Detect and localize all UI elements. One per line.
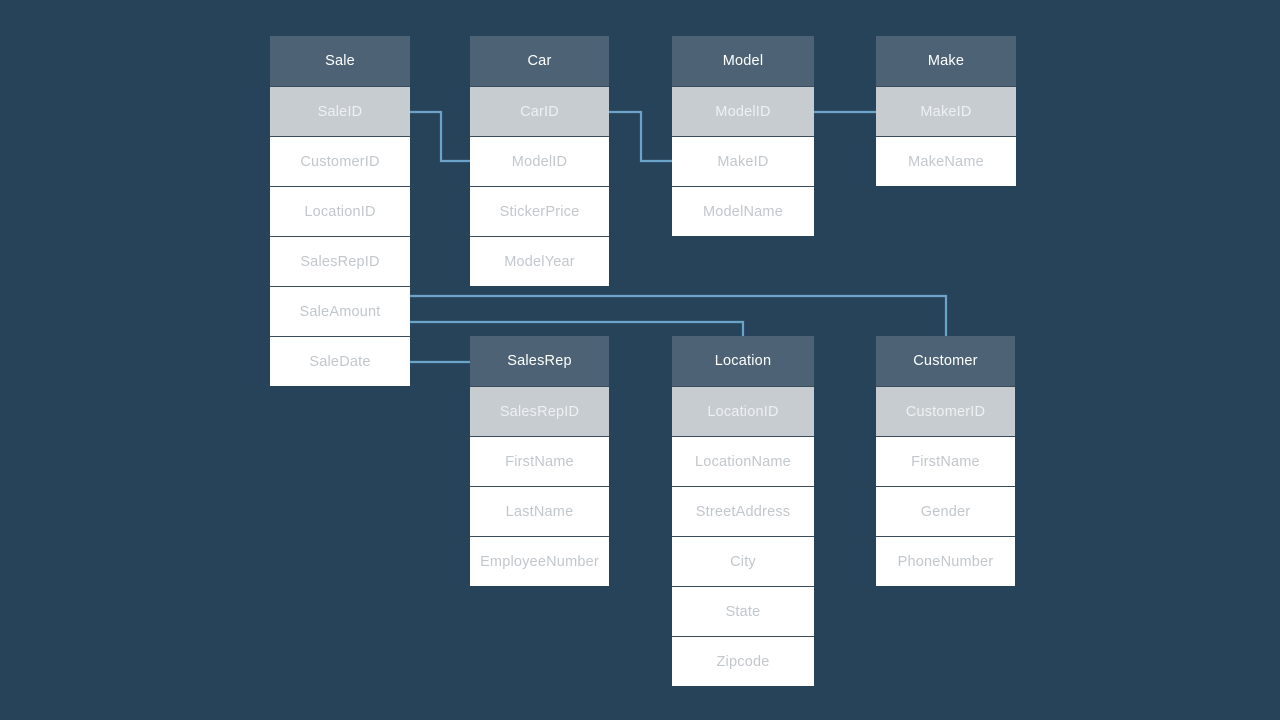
field-row-primary-key[interactable]: SaleID <box>270 86 410 136</box>
field-row[interactable]: StreetAddress <box>672 486 814 536</box>
entity-fields-make: MakeID MakeName <box>876 86 1016 186</box>
entity-title-car: Car <box>470 36 609 86</box>
field-row[interactable]: SaleDate <box>270 336 410 386</box>
entity-table-car[interactable]: Car CarID ModelID StickerPrice ModelYear <box>470 36 609 286</box>
entity-table-make[interactable]: Make MakeID MakeName <box>876 36 1016 186</box>
entity-table-customer[interactable]: Customer CustomerID FirstName Gender Pho… <box>876 336 1015 586</box>
field-row[interactable]: SalesRepID <box>270 236 410 286</box>
field-row[interactable]: EmployeeNumber <box>470 536 609 586</box>
field-row[interactable]: Gender <box>876 486 1015 536</box>
entity-fields-location: LocationID LocationName StreetAddress Ci… <box>672 386 814 686</box>
entity-table-salesrep[interactable]: SalesRep SalesRepID FirstName LastName E… <box>470 336 609 586</box>
field-row[interactable]: City <box>672 536 814 586</box>
field-row[interactable]: State <box>672 586 814 636</box>
field-row-primary-key[interactable]: CarID <box>470 86 609 136</box>
field-row[interactable]: MakeName <box>876 136 1016 186</box>
relationship-line-sale-location <box>410 320 745 336</box>
entity-table-sale[interactable]: Sale SaleID CustomerID LocationID SalesR… <box>270 36 410 386</box>
field-row[interactable]: LocationName <box>672 436 814 486</box>
entity-title-model: Model <box>672 36 814 86</box>
field-row-primary-key[interactable]: LocationID <box>672 386 814 436</box>
field-row[interactable]: ModelYear <box>470 236 609 286</box>
field-row[interactable]: PhoneNumber <box>876 536 1015 586</box>
entity-title-sale: Sale <box>270 36 410 86</box>
relationship-line-model-car <box>609 110 672 163</box>
entity-title-customer: Customer <box>876 336 1015 386</box>
entity-table-model[interactable]: Model ModelID MakeID ModelName <box>672 36 814 236</box>
field-row[interactable]: ModelName <box>672 186 814 236</box>
entity-title-location: Location <box>672 336 814 386</box>
field-row[interactable]: SaleAmount <box>270 286 410 336</box>
entity-title-make: Make <box>876 36 1016 86</box>
field-row-primary-key[interactable]: MakeID <box>876 86 1016 136</box>
field-row[interactable]: StickerPrice <box>470 186 609 236</box>
field-row[interactable]: LocationID <box>270 186 410 236</box>
entity-fields-car: CarID ModelID StickerPrice ModelYear <box>470 86 609 286</box>
field-row[interactable]: MakeID <box>672 136 814 186</box>
field-row[interactable]: FirstName <box>470 436 609 486</box>
entity-fields-sale: SaleID CustomerID LocationID SalesRepID … <box>270 86 410 386</box>
relationship-line-sale-customer <box>410 294 948 336</box>
entity-fields-salesrep: SalesRepID FirstName LastName EmployeeNu… <box>470 386 609 586</box>
field-row-primary-key[interactable]: ModelID <box>672 86 814 136</box>
relationship-line-car-sale <box>410 110 470 163</box>
field-row[interactable]: CustomerID <box>270 136 410 186</box>
field-row[interactable]: FirstName <box>876 436 1015 486</box>
field-row[interactable]: ModelID <box>470 136 609 186</box>
entity-fields-customer: CustomerID FirstName Gender PhoneNumber <box>876 386 1015 586</box>
field-row[interactable]: Zipcode <box>672 636 814 686</box>
field-row[interactable]: LastName <box>470 486 609 536</box>
entity-title-salesrep: SalesRep <box>470 336 609 386</box>
field-row-primary-key[interactable]: SalesRepID <box>470 386 609 436</box>
entity-table-location[interactable]: Location LocationID LocationName StreetA… <box>672 336 814 686</box>
field-row-primary-key[interactable]: CustomerID <box>876 386 1015 436</box>
entity-fields-model: ModelID MakeID ModelName <box>672 86 814 236</box>
